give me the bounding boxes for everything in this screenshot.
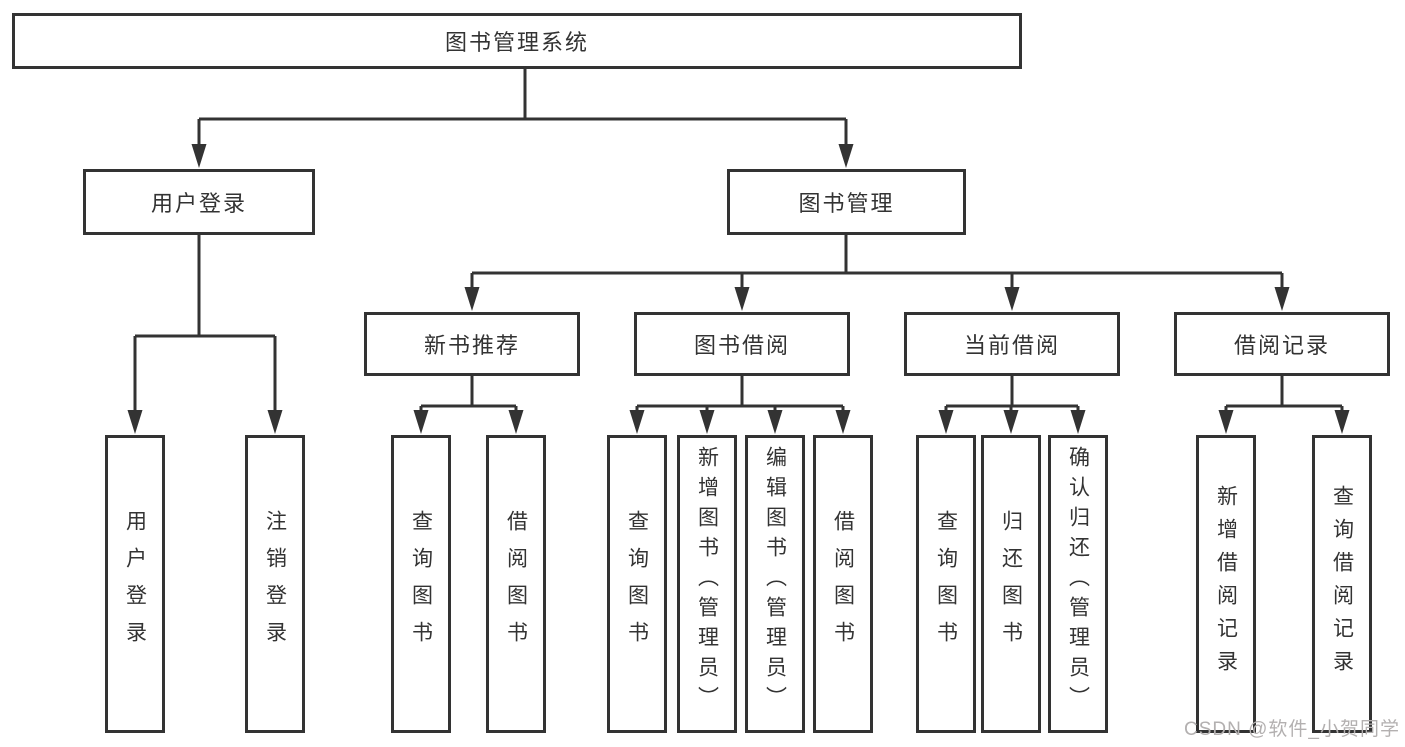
node-label: 图书借阅 bbox=[693, 333, 790, 358]
connector-root bbox=[197, 68, 848, 150]
node-label: 用户登录 bbox=[150, 191, 247, 216]
leaf-add-borrow-record: 新增借阅记录 bbox=[1196, 435, 1256, 733]
leaf-user-login: 用户登录 bbox=[105, 435, 165, 733]
leaf-label: 新增借阅记录 bbox=[1214, 485, 1238, 683]
leaf-label: 归还图书 bbox=[999, 510, 1023, 658]
leaf-borrow-book-2: 借阅图书 bbox=[813, 435, 873, 733]
leaf-label: 确认归还（管理员） bbox=[1066, 446, 1090, 716]
leaf-query-book-2: 查询图书 bbox=[607, 435, 667, 733]
connector-book-management bbox=[470, 235, 1284, 294]
node-current-borrow: 当前借阅 bbox=[904, 312, 1120, 376]
leaf-logout: 注销登录 bbox=[245, 435, 305, 733]
csdn-watermark: CSDN @软件_小贺同学 bbox=[1184, 719, 1400, 740]
leaf-query-book-3: 查询图书 bbox=[916, 435, 976, 733]
node-user-login: 用户登录 bbox=[83, 169, 315, 235]
leaf-confirm-return-admin: 确认归还（管理员） bbox=[1048, 435, 1108, 733]
leaf-add-book-admin: 新增图书（管理员） bbox=[677, 435, 737, 733]
node-borrow-record: 借阅记录 bbox=[1174, 312, 1390, 376]
node-book-borrow: 图书借阅 bbox=[634, 312, 850, 376]
leaf-label: 借阅图书 bbox=[831, 510, 855, 658]
connector-user-login-group bbox=[133, 235, 277, 416]
leaf-query-borrow-record: 查询借阅记录 bbox=[1312, 435, 1372, 733]
connector-book-borrow-group bbox=[635, 376, 845, 418]
node-book-management: 图书管理 bbox=[727, 169, 966, 235]
node-label: 借阅记录 bbox=[1233, 333, 1330, 358]
node-label: 图书管理 bbox=[798, 191, 895, 216]
node-new-book-recommend: 新书推荐 bbox=[364, 312, 580, 376]
leaf-label: 用户登录 bbox=[123, 510, 147, 658]
leaf-label: 查询图书 bbox=[625, 510, 649, 658]
connector-new-book-group bbox=[419, 376, 518, 418]
leaf-label: 查询借阅记录 bbox=[1330, 485, 1354, 683]
leaf-label: 注销登录 bbox=[263, 510, 287, 658]
node-label: 新书推荐 bbox=[423, 333, 520, 358]
node-library-management-system: 图书管理系统 bbox=[12, 13, 1022, 69]
leaf-label: 查询图书 bbox=[934, 510, 958, 658]
leaf-label: 编辑图书（管理员） bbox=[763, 446, 787, 716]
node-label: 图书管理系统 bbox=[444, 30, 589, 55]
leaf-borrow-book-1: 借阅图书 bbox=[486, 435, 546, 733]
leaf-label: 查询图书 bbox=[409, 510, 433, 658]
leaf-label: 借阅图书 bbox=[504, 510, 528, 658]
node-label: 当前借阅 bbox=[963, 333, 1060, 358]
leaf-query-book-1: 查询图书 bbox=[391, 435, 451, 733]
leaf-edit-book-admin: 编辑图书（管理员） bbox=[745, 435, 805, 733]
arrowhead-icons bbox=[127, 144, 1350, 434]
leaf-label: 新增图书（管理员） bbox=[695, 446, 719, 716]
leaf-return-book: 归还图书 bbox=[981, 435, 1041, 733]
connector-borrow-record-group bbox=[1224, 376, 1344, 418]
